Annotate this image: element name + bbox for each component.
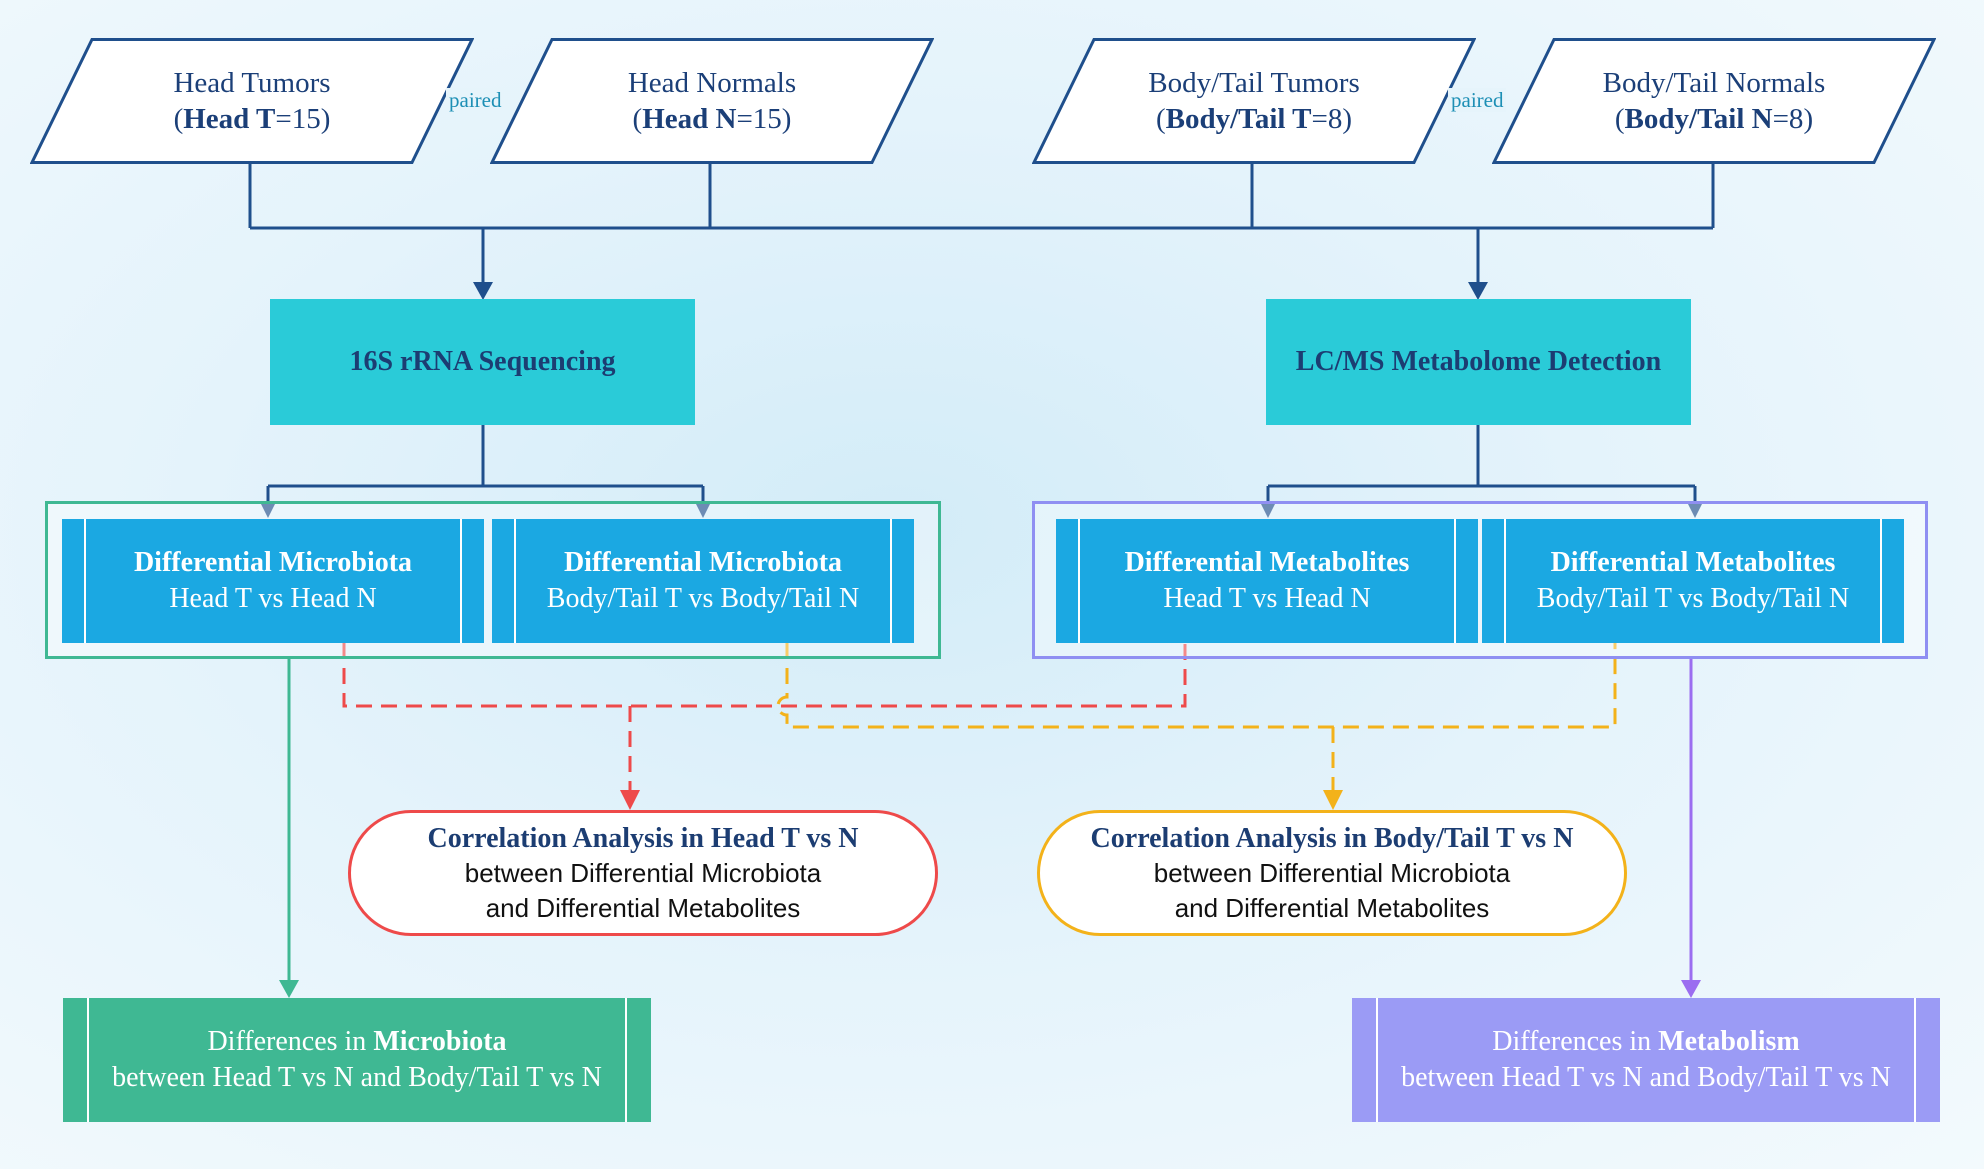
process-bar-right xyxy=(890,519,892,643)
process-bar-left xyxy=(84,519,86,643)
sample-name: Body/Tail Normals xyxy=(1602,67,1826,99)
sample-head-normals: Head Normals (Head N=15) xyxy=(490,38,934,164)
process-bar-left xyxy=(514,519,516,643)
sample-count: (Body/Tail T=8) xyxy=(1155,103,1353,135)
process-bar-right xyxy=(1880,519,1882,643)
parallelogram-shape xyxy=(30,38,474,164)
diff-metabolites-bodytail: Differential Metabolites Body/Tail T vs … xyxy=(1482,519,1904,643)
diff-subtitle: Body/Tail T vs Body/Tail N xyxy=(546,583,860,614)
process-bar-left xyxy=(87,998,89,1122)
sample-count: (Head T=15) xyxy=(173,103,331,135)
process-bar-right xyxy=(1454,519,1456,643)
parallelogram-shape xyxy=(490,38,934,164)
result-metabolism: Differences in Metabolism between Head T… xyxy=(1352,998,1940,1122)
diff-title: Differential Microbiota xyxy=(133,547,413,578)
process-bar-right xyxy=(460,519,462,643)
sample-name: Head Normals xyxy=(627,67,797,99)
method-lcms-metabolome: LC/MS Metabolome Detection xyxy=(1266,299,1691,425)
sample-bodytail-tumors: Body/Tail Tumors (Body/Tail T=8) xyxy=(1032,38,1476,164)
result-title: Differences in Microbiota xyxy=(207,1026,507,1057)
correlation-line2: between Differential Microbiota xyxy=(464,857,822,888)
diff-subtitle: Head T vs Head N xyxy=(1163,583,1371,614)
correlation-head: Correlation Analysis in Head T vs N betw… xyxy=(348,810,938,936)
diff-subtitle: Body/Tail T vs Body/Tail N xyxy=(1536,583,1850,614)
result-title: Differences in Metabolism xyxy=(1492,1026,1800,1057)
correlation-bodytail: Correlation Analysis in Body/Tail T vs N… xyxy=(1037,810,1627,936)
method-16s-sequencing: 16S rRNA Sequencing xyxy=(270,299,695,425)
result-subtitle: between Head T vs N and Body/Tail T vs N xyxy=(1401,1062,1891,1093)
diff-microbiota-head: Differential Microbiota Head T vs Head N xyxy=(62,519,484,643)
diff-title: Differential Microbiota xyxy=(563,547,843,578)
result-subtitle: between Head T vs N and Body/Tail T vs N xyxy=(112,1062,602,1093)
diff-metabolites-head: Differential Metabolites Head T vs Head … xyxy=(1056,519,1478,643)
paired-label-head: paired xyxy=(446,88,505,112)
process-bar-right xyxy=(625,998,627,1122)
correlation-line2: between Differential Microbiota xyxy=(1153,857,1511,888)
diff-title: Differential Metabolites xyxy=(1550,547,1836,578)
parallelogram-shape xyxy=(1032,38,1476,164)
paired-label-bodytail: paired xyxy=(1448,88,1507,112)
correlation-title: Correlation Analysis in Body/Tail T vs N xyxy=(1090,822,1574,854)
correlation-line3: and Differential Metabolites xyxy=(485,892,801,923)
diff-title: Differential Metabolites xyxy=(1124,547,1410,578)
sample-head-tumors: Head Tumors (Head T=15) xyxy=(30,38,474,164)
process-bar-left xyxy=(1078,519,1080,643)
process-bar-left xyxy=(1376,998,1378,1122)
parallelogram-shape xyxy=(1492,38,1936,164)
sample-count: (Head N=15) xyxy=(632,103,792,135)
sample-bodytail-normals: Body/Tail Normals (Body/Tail N=8) xyxy=(1492,38,1936,164)
process-bar-right xyxy=(1914,998,1916,1122)
sample-name: Head Tumors xyxy=(173,67,331,99)
sample-count: (Body/Tail N=8) xyxy=(1614,103,1814,135)
correlation-title: Correlation Analysis in Head T vs N xyxy=(427,822,859,854)
diff-subtitle: Head T vs Head N xyxy=(169,583,377,614)
sample-name: Body/Tail Tumors xyxy=(1148,67,1360,99)
diff-microbiota-bodytail: Differential Microbiota Body/Tail T vs B… xyxy=(492,519,914,643)
result-microbiota: Differences in Microbiota between Head T… xyxy=(63,998,651,1122)
correlation-line3: and Differential Metabolites xyxy=(1174,892,1490,923)
process-bar-left xyxy=(1504,519,1506,643)
